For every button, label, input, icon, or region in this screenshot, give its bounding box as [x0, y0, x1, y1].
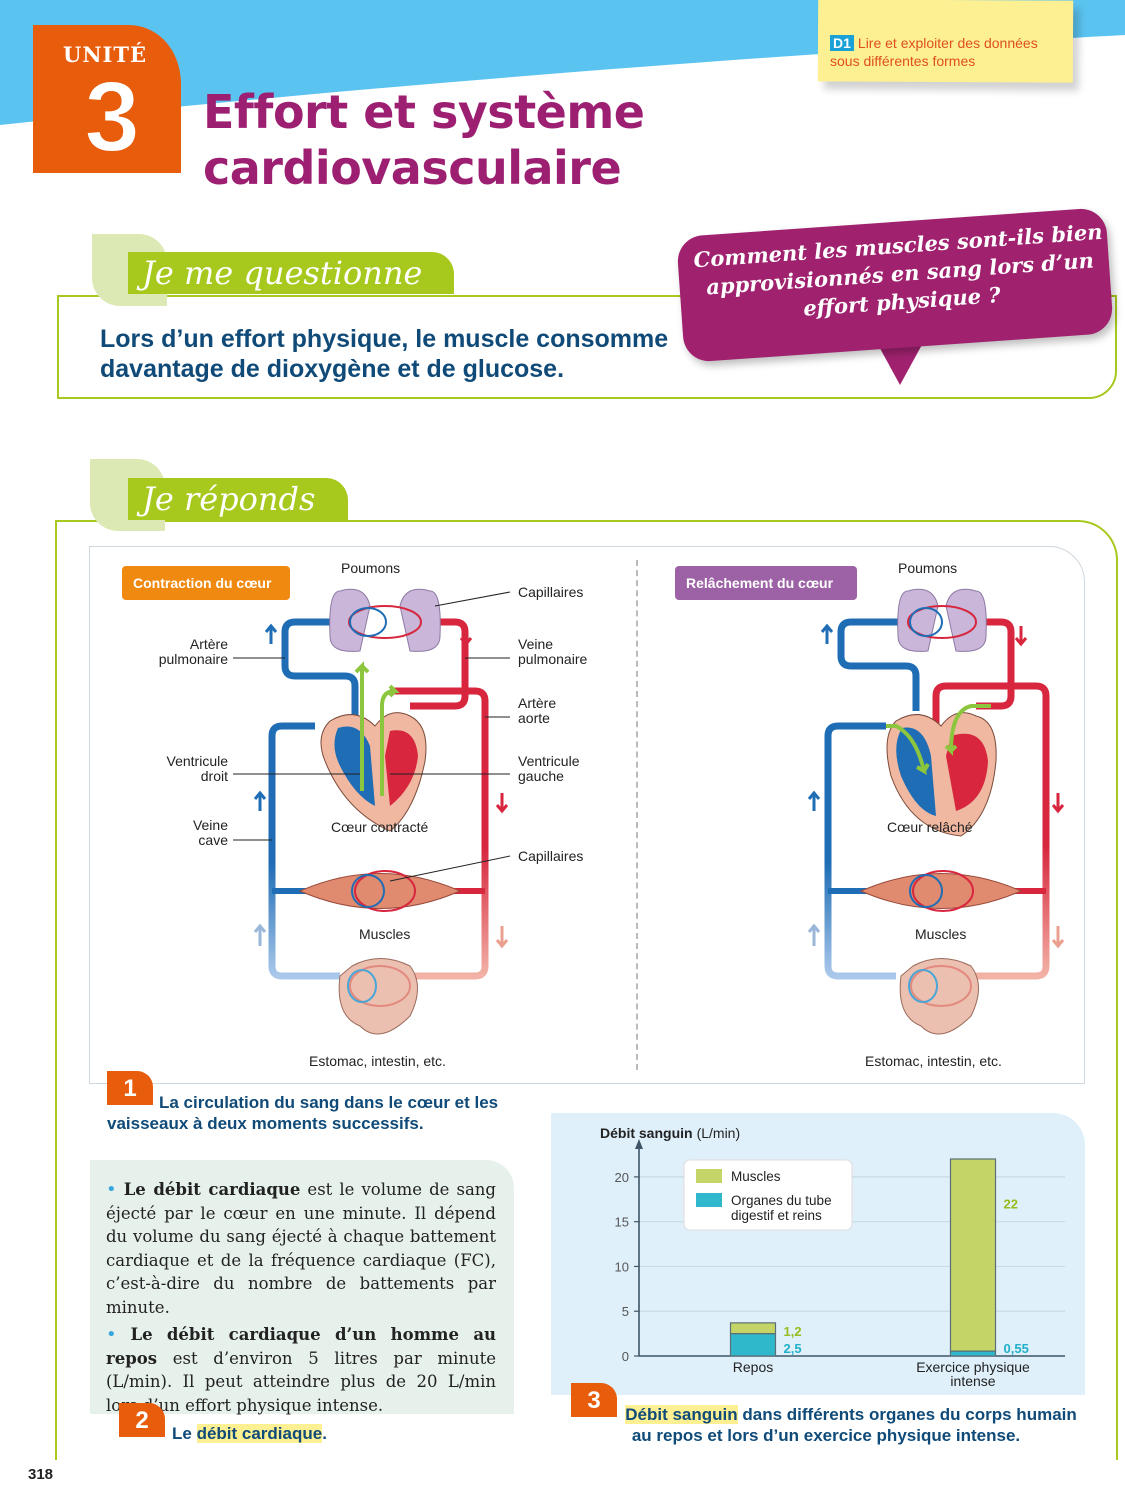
flow-arrow-up-icon [820, 623, 834, 644]
y-tick-label: 15 [615, 1215, 629, 1230]
label-heart-relaxed: Cœur relâché [887, 819, 973, 835]
bullet-icon: • [106, 1324, 117, 1345]
flow-arrow-down-icon [459, 626, 473, 647]
bar-segment [729, 1322, 777, 1335]
title-line-2: cardiovasculaire [203, 141, 622, 195]
chart-ylabel: Débit sanguin(L/min) [600, 1125, 740, 1141]
unit-badge [33, 25, 181, 173]
digestive-organs-icon [338, 958, 418, 1035]
flow-arrow-down-icon [1014, 626, 1028, 647]
panel-divider [636, 560, 638, 1070]
doc3-caption: Débit sanguin dans différents organes du… [625, 1405, 1077, 1445]
bar-segment [949, 1350, 997, 1357]
x-tick-label: intense [950, 1373, 995, 1389]
label-lungs: Poumons [341, 560, 401, 576]
label-muscles: Muscles [915, 926, 967, 942]
y-tick-label: 0 [622, 1349, 629, 1364]
x-tick-label: Exercice physique [916, 1359, 1030, 1375]
relaxation-badge: Relâchement du cœur [675, 566, 857, 600]
title-line-1: Effort et système [203, 85, 645, 139]
lungs-icon [329, 588, 441, 652]
bar-value-label: 22 [1004, 1196, 1018, 1211]
paragraph-1: • Le débit cardiaque est le volume de sa… [106, 1179, 496, 1317]
y-axis-arrow-icon [635, 1139, 643, 1149]
contraction-badge: Contraction du cœur [122, 566, 290, 600]
label-capillaries: Capillaires [518, 584, 584, 600]
label-digestive: Estomac, intestin, etc. [865, 1053, 1002, 1069]
term-bold: Le débit cardiaque d’un homme au repos [106, 1325, 497, 1368]
label-lungs: Poumons [898, 560, 958, 576]
bar-segment [949, 1158, 997, 1352]
legend-label: digestif et reins [731, 1208, 822, 1223]
document-number-3: 3 [571, 1383, 617, 1417]
skill-description: Lire et exploiter des données sous diffé… [830, 35, 1038, 69]
doc2-caption: Le débit cardiaque. [172, 1424, 327, 1443]
cardiac-output-info-box [90, 1160, 514, 1414]
bullet-icon: • [106, 1179, 117, 1200]
flow-arrow-up-icon [807, 923, 821, 946]
flow-arrow-up-icon [264, 623, 278, 644]
document-number-1: 1 [107, 1071, 153, 1105]
term-bold: Le débit cardiaque [123, 1180, 301, 1199]
question-frame [57, 295, 1117, 399]
flow-arrow-up-icon [807, 790, 821, 811]
document-number-2: 2 [119, 1403, 165, 1437]
y-tick-label: 10 [615, 1259, 629, 1274]
paragraph-2: • Le débit cardiaque d’un homme au repos… [106, 1324, 497, 1415]
legend-swatch [696, 1193, 722, 1207]
flow-arrow-down-icon [495, 793, 509, 814]
section-heading-answer: Je réponds [128, 478, 348, 520]
muscle-icon [859, 870, 1023, 912]
circulation-diagram-relaxation [807, 588, 1065, 1035]
page-title: Effort et système cardiovasculaire [203, 84, 645, 196]
flow-arrow-up-icon [253, 923, 267, 946]
flow-arrow-down-icon [495, 926, 509, 949]
page-number: 318 [28, 1466, 54, 1483]
bar-value-label: 0,55 [1004, 1341, 1029, 1356]
legend-label: Muscles [731, 1169, 781, 1184]
circulation-diagram-contraction [233, 588, 511, 1035]
muscle-icon [298, 870, 462, 912]
label-heart-contracted: Cœur contracté [331, 819, 429, 835]
label-capillaries-muscle: Capillaires [518, 848, 584, 864]
blood-flow-chart: Débit sanguin(L/min) 0 5 10 15 20 2,5 1,2Repo… [600, 1125, 1065, 1389]
skill-code-badge: D1 [830, 35, 854, 51]
unit-label: UNITÉ [63, 42, 147, 67]
heart-icon [320, 712, 427, 832]
section-heading-question: Je me questionne [128, 252, 454, 294]
legend-swatch [696, 1169, 722, 1183]
cardiac-output-text: • Le débit cardiaque est le volume de sa… [106, 1178, 496, 1417]
flow-arrow-up-icon [253, 790, 267, 811]
answer-frame [55, 520, 1118, 1460]
bar-value-label: 2,5 [784, 1341, 802, 1356]
legend-label: Organes du tube [731, 1193, 832, 1208]
label-muscles: Muscles [359, 926, 411, 942]
digestive-organs-icon [899, 958, 979, 1035]
legend-box [683, 1159, 853, 1231]
y-tick-label: 20 [615, 1170, 629, 1185]
question-statement: Lors d’un effort physique, le muscle con… [100, 325, 669, 383]
bar-value-label: 1,2 [784, 1324, 802, 1339]
flow-arrow-down-icon [1051, 793, 1065, 814]
label-digestive: Estomac, intestin, etc. [309, 1053, 446, 1069]
lungs-icon [897, 588, 987, 652]
unit-number: 3 [83, 61, 141, 173]
flow-arrow-down-icon [1051, 926, 1065, 949]
doc1-caption: La circulation du sang dans le cœur et l… [107, 1093, 499, 1133]
x-tick-label: Repos [733, 1359, 773, 1375]
y-tick-label: 5 [622, 1304, 629, 1319]
bar-segment [729, 1333, 777, 1357]
